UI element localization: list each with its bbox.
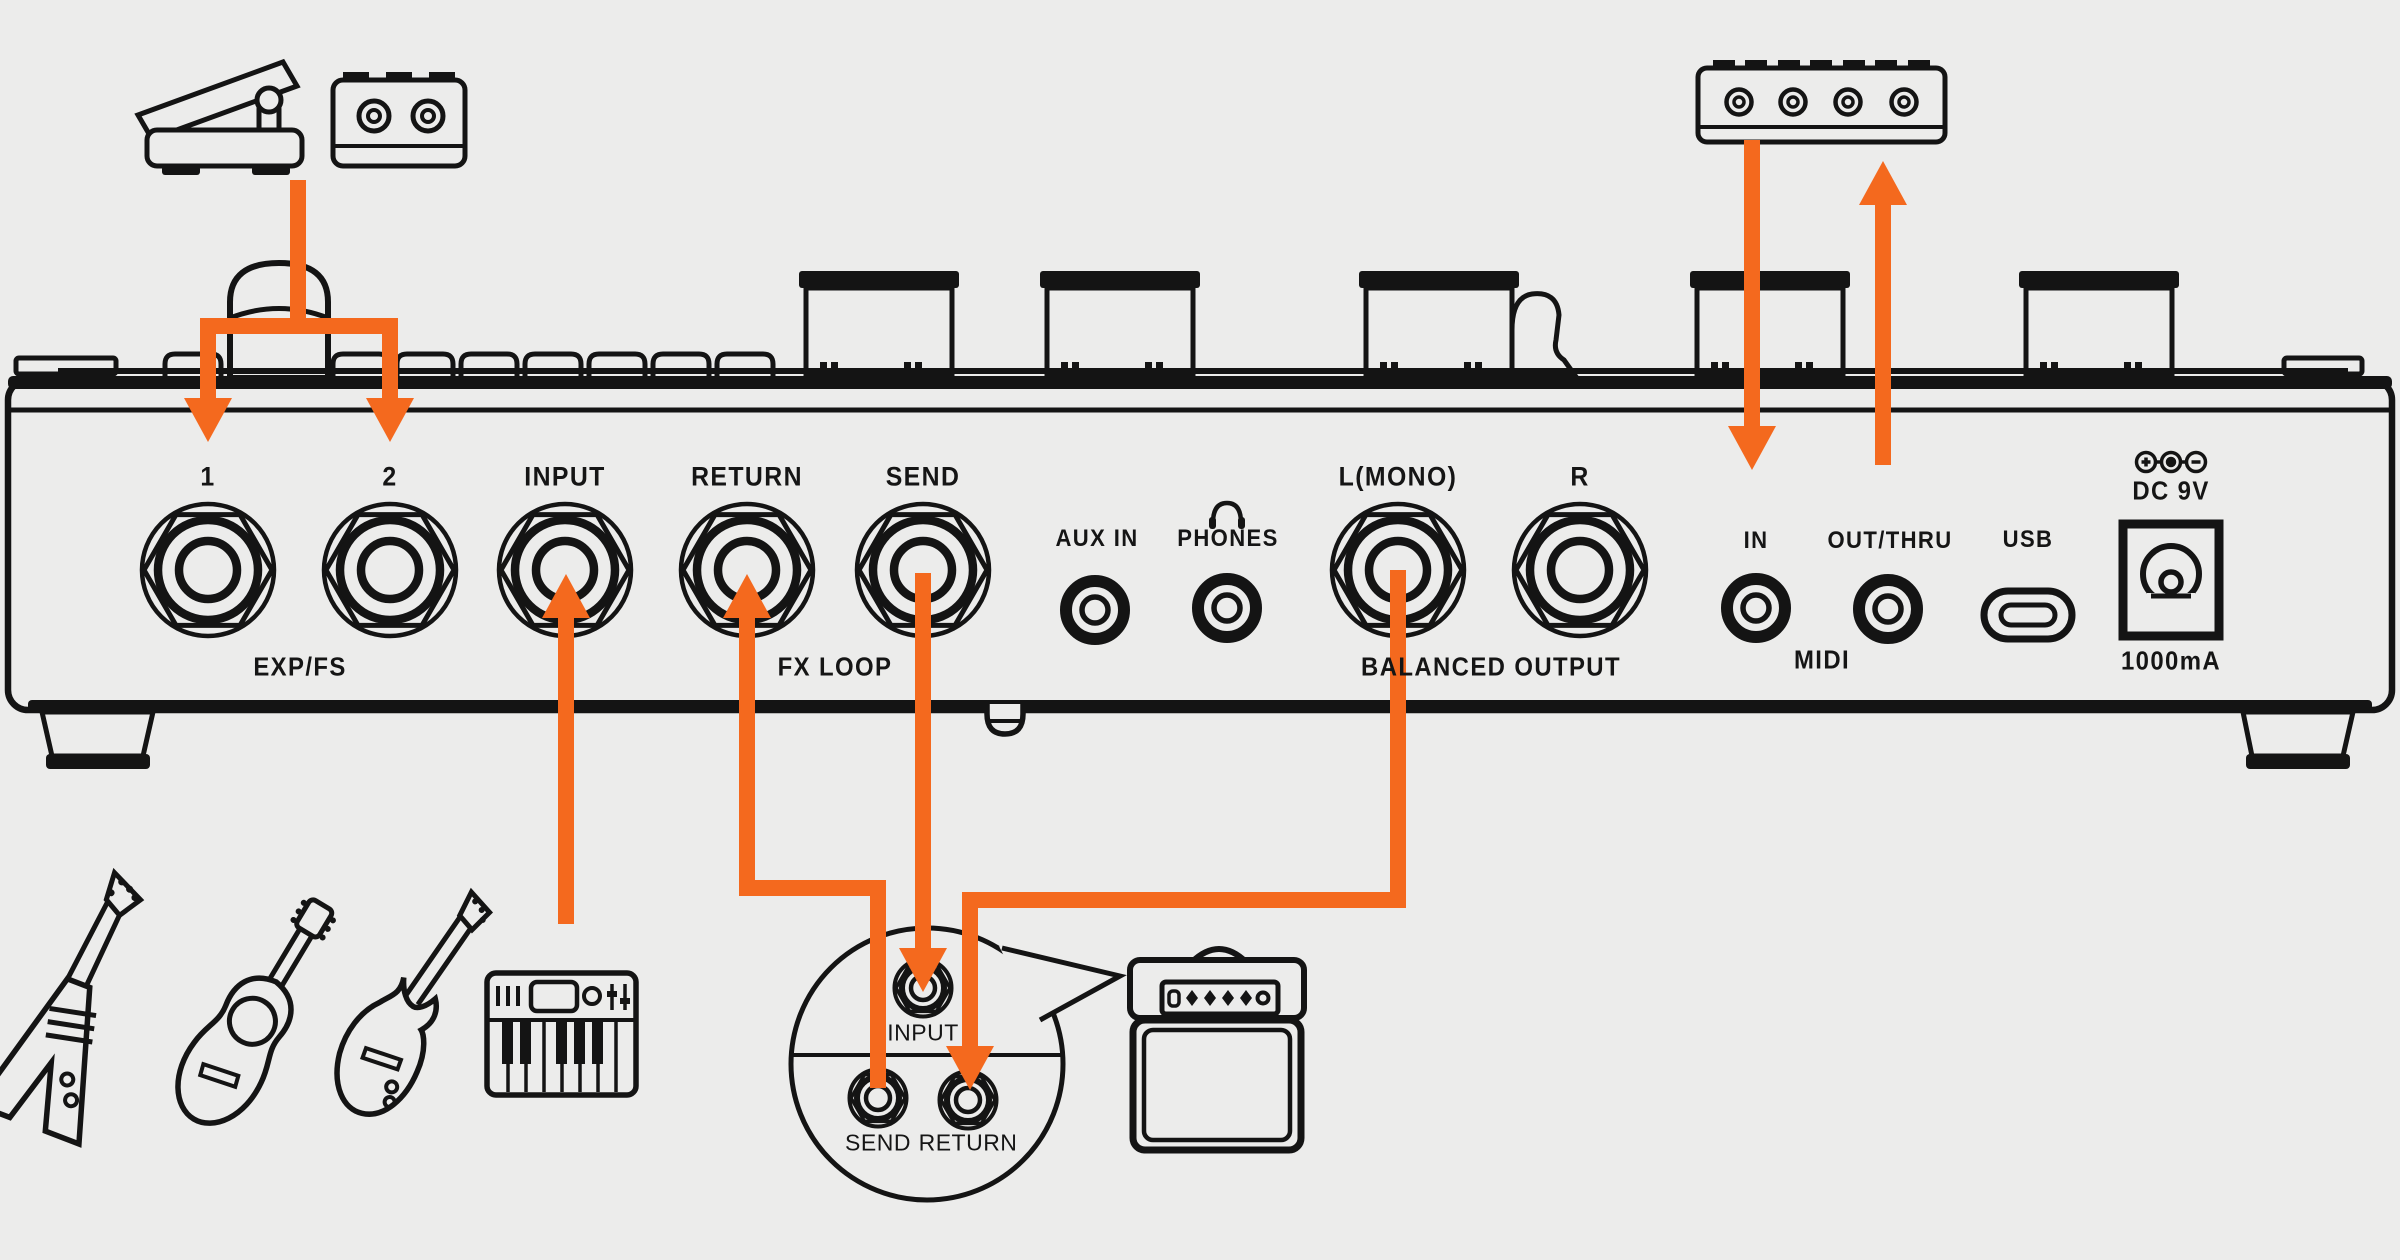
electric-guitar-icon: [271, 861, 532, 1177]
midi-controller-icon: [1695, 60, 1948, 145]
label-jack-input: INPUT: [524, 461, 606, 492]
connection-arrows: [184, 140, 1907, 1090]
exp-rocker-icon: [1509, 291, 1579, 377]
label-jack-send: SEND: [885, 461, 961, 492]
label-jack-r: R: [1570, 461, 1590, 492]
acoustic-guitar-icon: [131, 870, 379, 1165]
usb-c-port-icon: [1980, 587, 2076, 643]
label-callout-return: RETURN: [918, 1129, 1018, 1156]
dc-polarity-icon: [2134, 450, 2208, 474]
label-midi-in: IN: [1743, 527, 1769, 554]
label-callout-send: SEND: [845, 1129, 911, 1156]
label-jack-phones: PHONES: [1177, 525, 1279, 552]
expression-pedal-icon: [134, 58, 305, 175]
label-section-fx-loop: FX LOOP: [777, 651, 893, 682]
label-section-midi: MIDI: [1793, 644, 1851, 675]
amp-loop-callout: [788, 925, 1127, 1203]
footswitch-boxes: [799, 271, 2179, 379]
label-dc-9v: DC 9V: [2132, 475, 2210, 506]
label-jack-exp-fs-2: 2: [382, 461, 398, 492]
label-jack-return: RETURN: [691, 461, 803, 492]
footswitch-icon: [330, 72, 468, 169]
flying-v-guitar-icon: [0, 851, 203, 1175]
arrow-midi-controller-to-in: [1728, 140, 1776, 470]
label-section-balanced-output: BALANCED OUTPUT: [1361, 651, 1621, 682]
headphones-icon: [1209, 500, 1245, 529]
keyboard-icon: [484, 970, 639, 1098]
arrow-instruments-to-input: [542, 574, 590, 924]
arrow-amp-send-to-return: [723, 574, 886, 1088]
pedal-foot-right: [2239, 709, 2357, 759]
label-1000ma: 1000mA: [2120, 645, 2222, 676]
arrow-lmono-to-amp-return: [946, 570, 1406, 1090]
guitar-amp-icon: [1127, 946, 1307, 1154]
label-section-exp-fs: EXP/FS: [253, 651, 347, 682]
power-jack-icon: [2118, 519, 2224, 641]
arrow-out-thru-to-controller: [1859, 161, 1907, 465]
pedal-foot-left: [38, 709, 157, 759]
arrow-exp-fs: [184, 180, 414, 442]
label-midi-out-thru: OUT/THRU: [1827, 527, 1953, 554]
pedal-rear-panel: [4, 368, 2396, 769]
label-usb: USB: [2002, 526, 2054, 553]
label-jack-l-mono: L(MONO): [1338, 461, 1458, 492]
label-callout-input: INPUT: [887, 1019, 959, 1046]
arrow-send-to-amp-input: [899, 573, 947, 992]
label-jack-aux-in: AUX IN: [1055, 525, 1139, 552]
label-jack-exp-fs-1: 1: [200, 461, 216, 492]
